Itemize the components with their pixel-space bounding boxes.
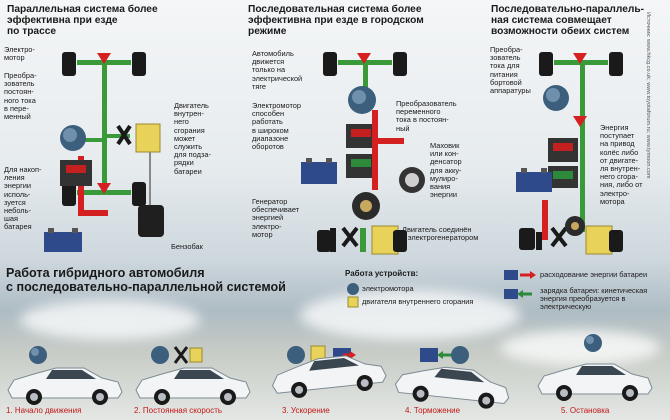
col3-drivetrain [516,52,623,255]
legend-motor-icon [347,283,359,295]
col1-motor-label: Электро-мотор [4,45,35,63]
step3-motor-icon [287,346,305,364]
step-5-label: 5. Остановка [561,406,610,415]
car [271,355,387,398]
car [135,367,251,405]
col1-battery [44,232,82,252]
legend-engine-text: двигателя внутреннего сгорания [362,297,474,306]
legend-icons [347,270,536,308]
car [537,363,653,401]
cloud [20,300,200,340]
col1-engine [135,123,161,153]
legend-motor-text: электромотора [362,284,414,293]
col1-wheel [62,52,76,76]
col2-wire [372,110,378,190]
step-2-label: 2. Постоянная скорость [134,406,223,415]
step-1-label: 1. Начало движения [6,406,82,415]
col1-wheel [132,52,146,76]
col3-engine [585,225,613,255]
legend-discharge-text: расходование энергии батареи [540,270,648,279]
car [7,367,123,405]
cars [7,355,653,409]
legend-battery-icon [504,270,518,280]
col3-battery [516,172,552,192]
step5-motor-icon [584,334,602,352]
step-3-label: 3. Ускорение [282,406,330,415]
col2-battery [301,162,337,184]
car [394,366,510,409]
col1-tank-label: Бензобак [171,242,203,251]
cloud [300,290,520,340]
cloud [500,330,660,365]
col1-drivetrain [44,52,164,252]
col1-wheel [62,182,76,206]
step-4-label: 4. Торможение [405,406,461,415]
col3-title: Последовательно-параллель-ная система со… [491,4,645,37]
step2-motor-icon [151,346,169,364]
source-credit: Источник: www.hkcg.co.uk; www.toyotaforu… [645,12,651,179]
step2-engine-icon [189,347,203,363]
step4-battery-icon [420,348,438,362]
step1-motor-icon [29,346,47,364]
col2-drivetrain [301,52,425,255]
legend-title: Работа устройств: [345,269,419,278]
col1-tank [138,205,164,237]
col1-wheel [132,182,146,206]
step4-motor-icon [451,346,469,364]
legend-engine-icon [347,296,359,308]
col1-driveshaft [102,62,107,192]
